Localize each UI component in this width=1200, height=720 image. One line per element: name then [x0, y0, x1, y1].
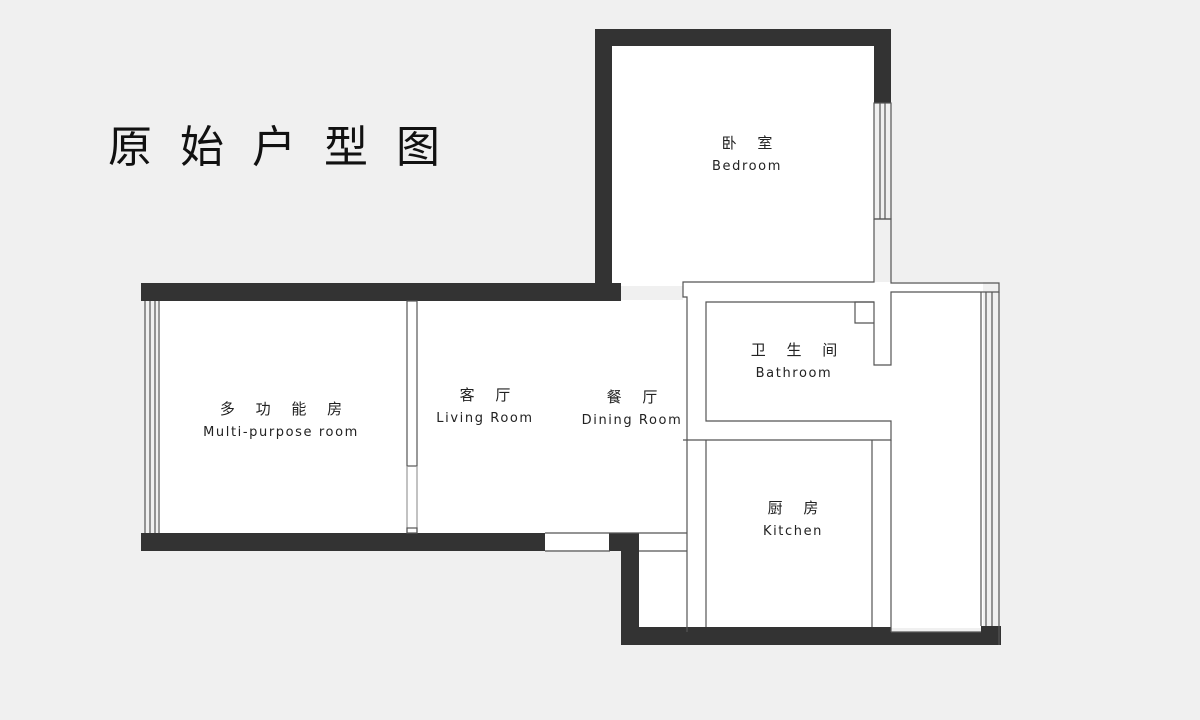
bathroom-label-zh: 卫 生 间	[750, 341, 846, 359]
kitchen-wall-left	[621, 533, 639, 645]
bedroom-label-en: Bedroom	[712, 159, 782, 174]
dining-label-en: Dining Room	[581, 413, 683, 428]
room-label-bathroom: 卫 生 间 Bathroom	[743, 340, 846, 384]
bedroom-label-zh: 卧 室	[721, 134, 781, 152]
dining-label-zh: 餐 厅	[606, 388, 666, 406]
living-wall-top	[141, 283, 621, 301]
kitchen-wall-bottom	[621, 627, 891, 645]
kitchen-label-en: Kitchen	[762, 524, 824, 539]
page-title: 原始户型图	[108, 122, 468, 173]
multipurpose-label-en: Multi-purpose room	[203, 425, 359, 440]
living-wall-bottom	[141, 533, 545, 551]
living-label-en: Living Room	[436, 411, 534, 426]
living-label-zh: 客 厅	[459, 386, 519, 404]
walls	[141, 29, 1001, 645]
bedroom-floor	[612, 46, 874, 286]
room-label-bedroom: 卧 室 Bedroom	[712, 133, 782, 177]
room-label-living: 客 厅 Living Room	[436, 385, 533, 429]
room-label-multipurpose: 多 功 能 房 Multi-purpose room	[203, 399, 359, 443]
bedroom-wall-top	[595, 29, 891, 46]
main-floor	[158, 300, 688, 533]
multipurpose-label-zh: 多 功 能 房	[219, 400, 351, 418]
lower-floor	[638, 533, 698, 628]
bedroom-wall-left	[595, 29, 612, 301]
room-label-dining: 餐 厅 Dining Room	[582, 387, 683, 431]
thin-lines	[144, 102, 1000, 645]
corridor-floor	[545, 533, 610, 550]
floor-areas	[158, 46, 983, 628]
bedroom-wall-right-upper	[874, 29, 891, 103]
partition-wall	[406, 300, 418, 467]
bathroom-label-en: Bathroom	[755, 366, 833, 381]
balcony-wall-bottom	[891, 632, 1001, 645]
east-floor	[683, 282, 983, 628]
room-label-kitchen: 厨 房 Kitchen	[760, 498, 827, 542]
kitchen-label-zh: 厨 房	[767, 499, 827, 517]
balcony-corner	[981, 626, 1001, 645]
bedroom-window	[873, 102, 892, 220]
